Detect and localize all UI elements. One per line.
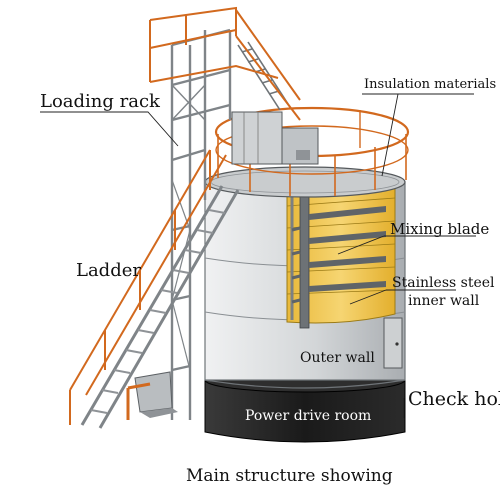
label-loading-rack: Loading rack: [40, 91, 160, 112]
feed-hopper: [231, 111, 319, 165]
leader-lines: [40, 93, 476, 418]
label-insulation-materials: Insulation materials: [364, 77, 497, 92]
label-mixing-blade: Mixing blade: [390, 220, 490, 238]
rack-railing: [149, 6, 301, 121]
ladder: [69, 149, 240, 429]
loading-rack-tower: [170, 28, 232, 420]
label-inner-wall: inner wall: [408, 293, 480, 309]
label-stainless-steel: Stainless steel: [392, 275, 495, 291]
caption: Main structure showing: [186, 466, 393, 486]
ground-hopper: [126, 371, 178, 420]
label-check-hole: Check hole: [408, 388, 500, 410]
label-ladder: Ladder: [76, 260, 141, 281]
label-outer-wall: Outer wall: [300, 350, 375, 366]
check-hole-door: [383, 317, 403, 369]
label-power-drive-room: Power drive room: [245, 408, 372, 424]
